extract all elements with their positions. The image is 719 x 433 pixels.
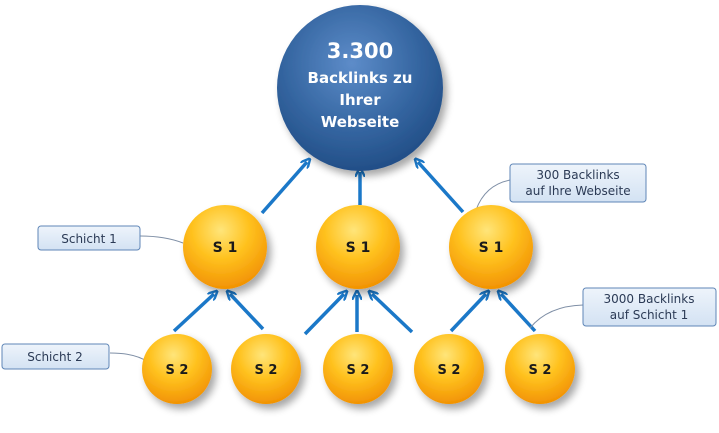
callout-backlinks-schicht1-line-2: auf Schicht 1	[610, 308, 689, 322]
callout-schicht1-text: Schicht 1	[61, 232, 117, 246]
top-node-line-3: Webseite	[321, 113, 400, 131]
arrow-s1-right-to-top	[418, 162, 465, 214]
s1-node-left	[183, 205, 267, 289]
arrow-s2-3a-to-s1-mid	[303, 294, 344, 336]
arrows	[172, 162, 537, 336]
callout-backlinks-webseite-line-1: 300 Backlinks	[536, 168, 619, 182]
arrow-s2-4b-to-s1-right	[449, 294, 486, 333]
connector-schicht2	[109, 352, 149, 363]
top-node	[277, 5, 443, 171]
s1-node-left-label: S 1	[213, 240, 238, 256]
arrow-s2-2-to-s1-left	[230, 294, 265, 331]
s1-node-middle-label: S 1	[346, 240, 371, 256]
arrow-s1-left-to-top	[260, 162, 307, 215]
s2-node-1-label: S 2	[166, 363, 189, 378]
s1-node-right-label: S 1	[479, 240, 504, 256]
s2-node-5	[505, 334, 575, 404]
s2-node-1	[142, 334, 212, 404]
s2-node-2-label: S 2	[255, 363, 278, 378]
s2-node-3-label: S 2	[347, 363, 370, 378]
arrow-s2-5-to-s1-right	[501, 294, 537, 333]
s1-node-middle	[316, 205, 400, 289]
s2-node-3	[323, 334, 393, 404]
top-node-value: 3.300	[327, 39, 393, 63]
layer1-nodes	[183, 205, 533, 289]
top-node-line-2: Ihrer	[339, 91, 381, 109]
callout-schicht1: Schicht 1	[37, 225, 141, 251]
s2-node-2	[231, 334, 301, 404]
callout-backlinks-webseite-line-2: auf Ihre Webseite	[525, 184, 630, 198]
callout-backlinks-webseite: 300 Backlinks auf Ihre Webseite	[509, 163, 647, 203]
connector-schicht1	[139, 235, 184, 244]
s2-node-5-label: S 2	[529, 363, 552, 378]
connector-backlinks-webseite	[475, 179, 511, 211]
callout-schicht2: Schicht 2	[1, 343, 110, 370]
top-node-line-1: Backlinks zu	[308, 69, 413, 87]
s1-node-right	[449, 205, 533, 289]
connector-backlinks-schicht1	[529, 304, 584, 329]
callout-backlinks-schicht1-line-1: 3000 Backlinks	[604, 292, 695, 306]
arrow-s2-4a-to-s1-mid	[372, 294, 414, 334]
callout-schicht2-text: Schicht 2	[27, 350, 83, 364]
layer2-nodes	[142, 334, 575, 404]
s2-node-4-label: S 2	[438, 363, 461, 378]
callout-backlinks-schicht1: 3000 Backlinks auf Schicht 1	[582, 287, 717, 327]
s2-node-4	[414, 334, 484, 404]
arrow-s2-1-to-s1-left	[172, 294, 214, 333]
